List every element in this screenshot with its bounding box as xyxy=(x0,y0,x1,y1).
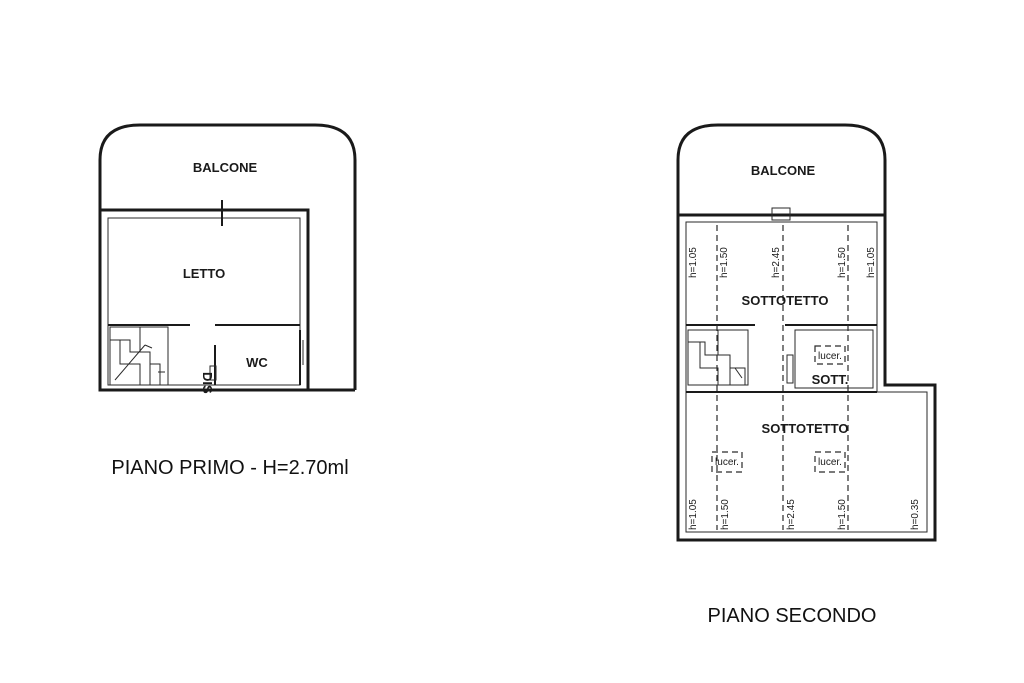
height-label-bottom: h=1.05 xyxy=(688,499,699,530)
staircase xyxy=(109,326,169,386)
floor-1-plan: BALCONE LETTO DIS WC xyxy=(98,123,357,394)
floor-2-plan: BALCONE SOTTOTETTO SOTT. SOTTOTETTO luce… xyxy=(676,123,937,542)
height-label-bottom: h=0.35 xyxy=(910,499,921,530)
height-label-top: h=1.05 xyxy=(866,247,877,278)
height-label-top: h=1.50 xyxy=(837,247,848,278)
balcony-railing-2 xyxy=(676,123,887,215)
skylight-label: lucer. xyxy=(818,351,842,362)
height-label-bottom: h=1.50 xyxy=(837,499,848,530)
floor-2-title: PIANO SECONDO xyxy=(708,605,877,627)
height-label-top: h=2.45 xyxy=(771,247,782,278)
height-label-top: h=1.05 xyxy=(688,247,699,278)
skylight-label: lucer. xyxy=(715,457,739,468)
floor-1-title: PIANO PRIMO - H=2.70ml xyxy=(111,457,348,479)
room-label-balcony: BALCONE xyxy=(193,160,258,175)
room-label-balcony-2: BALCONE xyxy=(751,163,816,178)
room-label-hall: DIS xyxy=(200,372,215,394)
balcony-railing xyxy=(98,123,357,390)
height-label-bottom: h=1.50 xyxy=(720,499,731,530)
balcony-door-2 xyxy=(771,207,791,221)
room-label-attic-bottom: SOTTOTETTO xyxy=(762,421,849,436)
height-label-bottom: h=2.45 xyxy=(786,499,797,530)
room-label-attic-small: SOTT. xyxy=(812,372,849,387)
room-label-bath: WC xyxy=(246,355,268,370)
height-label-top: h=1.50 xyxy=(719,247,730,278)
floor-2-outer-walls xyxy=(676,213,937,542)
skylight-label: lucer. xyxy=(818,457,842,468)
room-label-bedroom: LETTO xyxy=(183,266,225,281)
room-label-attic-top: SOTTOTETTO xyxy=(742,293,829,308)
floor-1-outer-walls xyxy=(98,208,310,392)
